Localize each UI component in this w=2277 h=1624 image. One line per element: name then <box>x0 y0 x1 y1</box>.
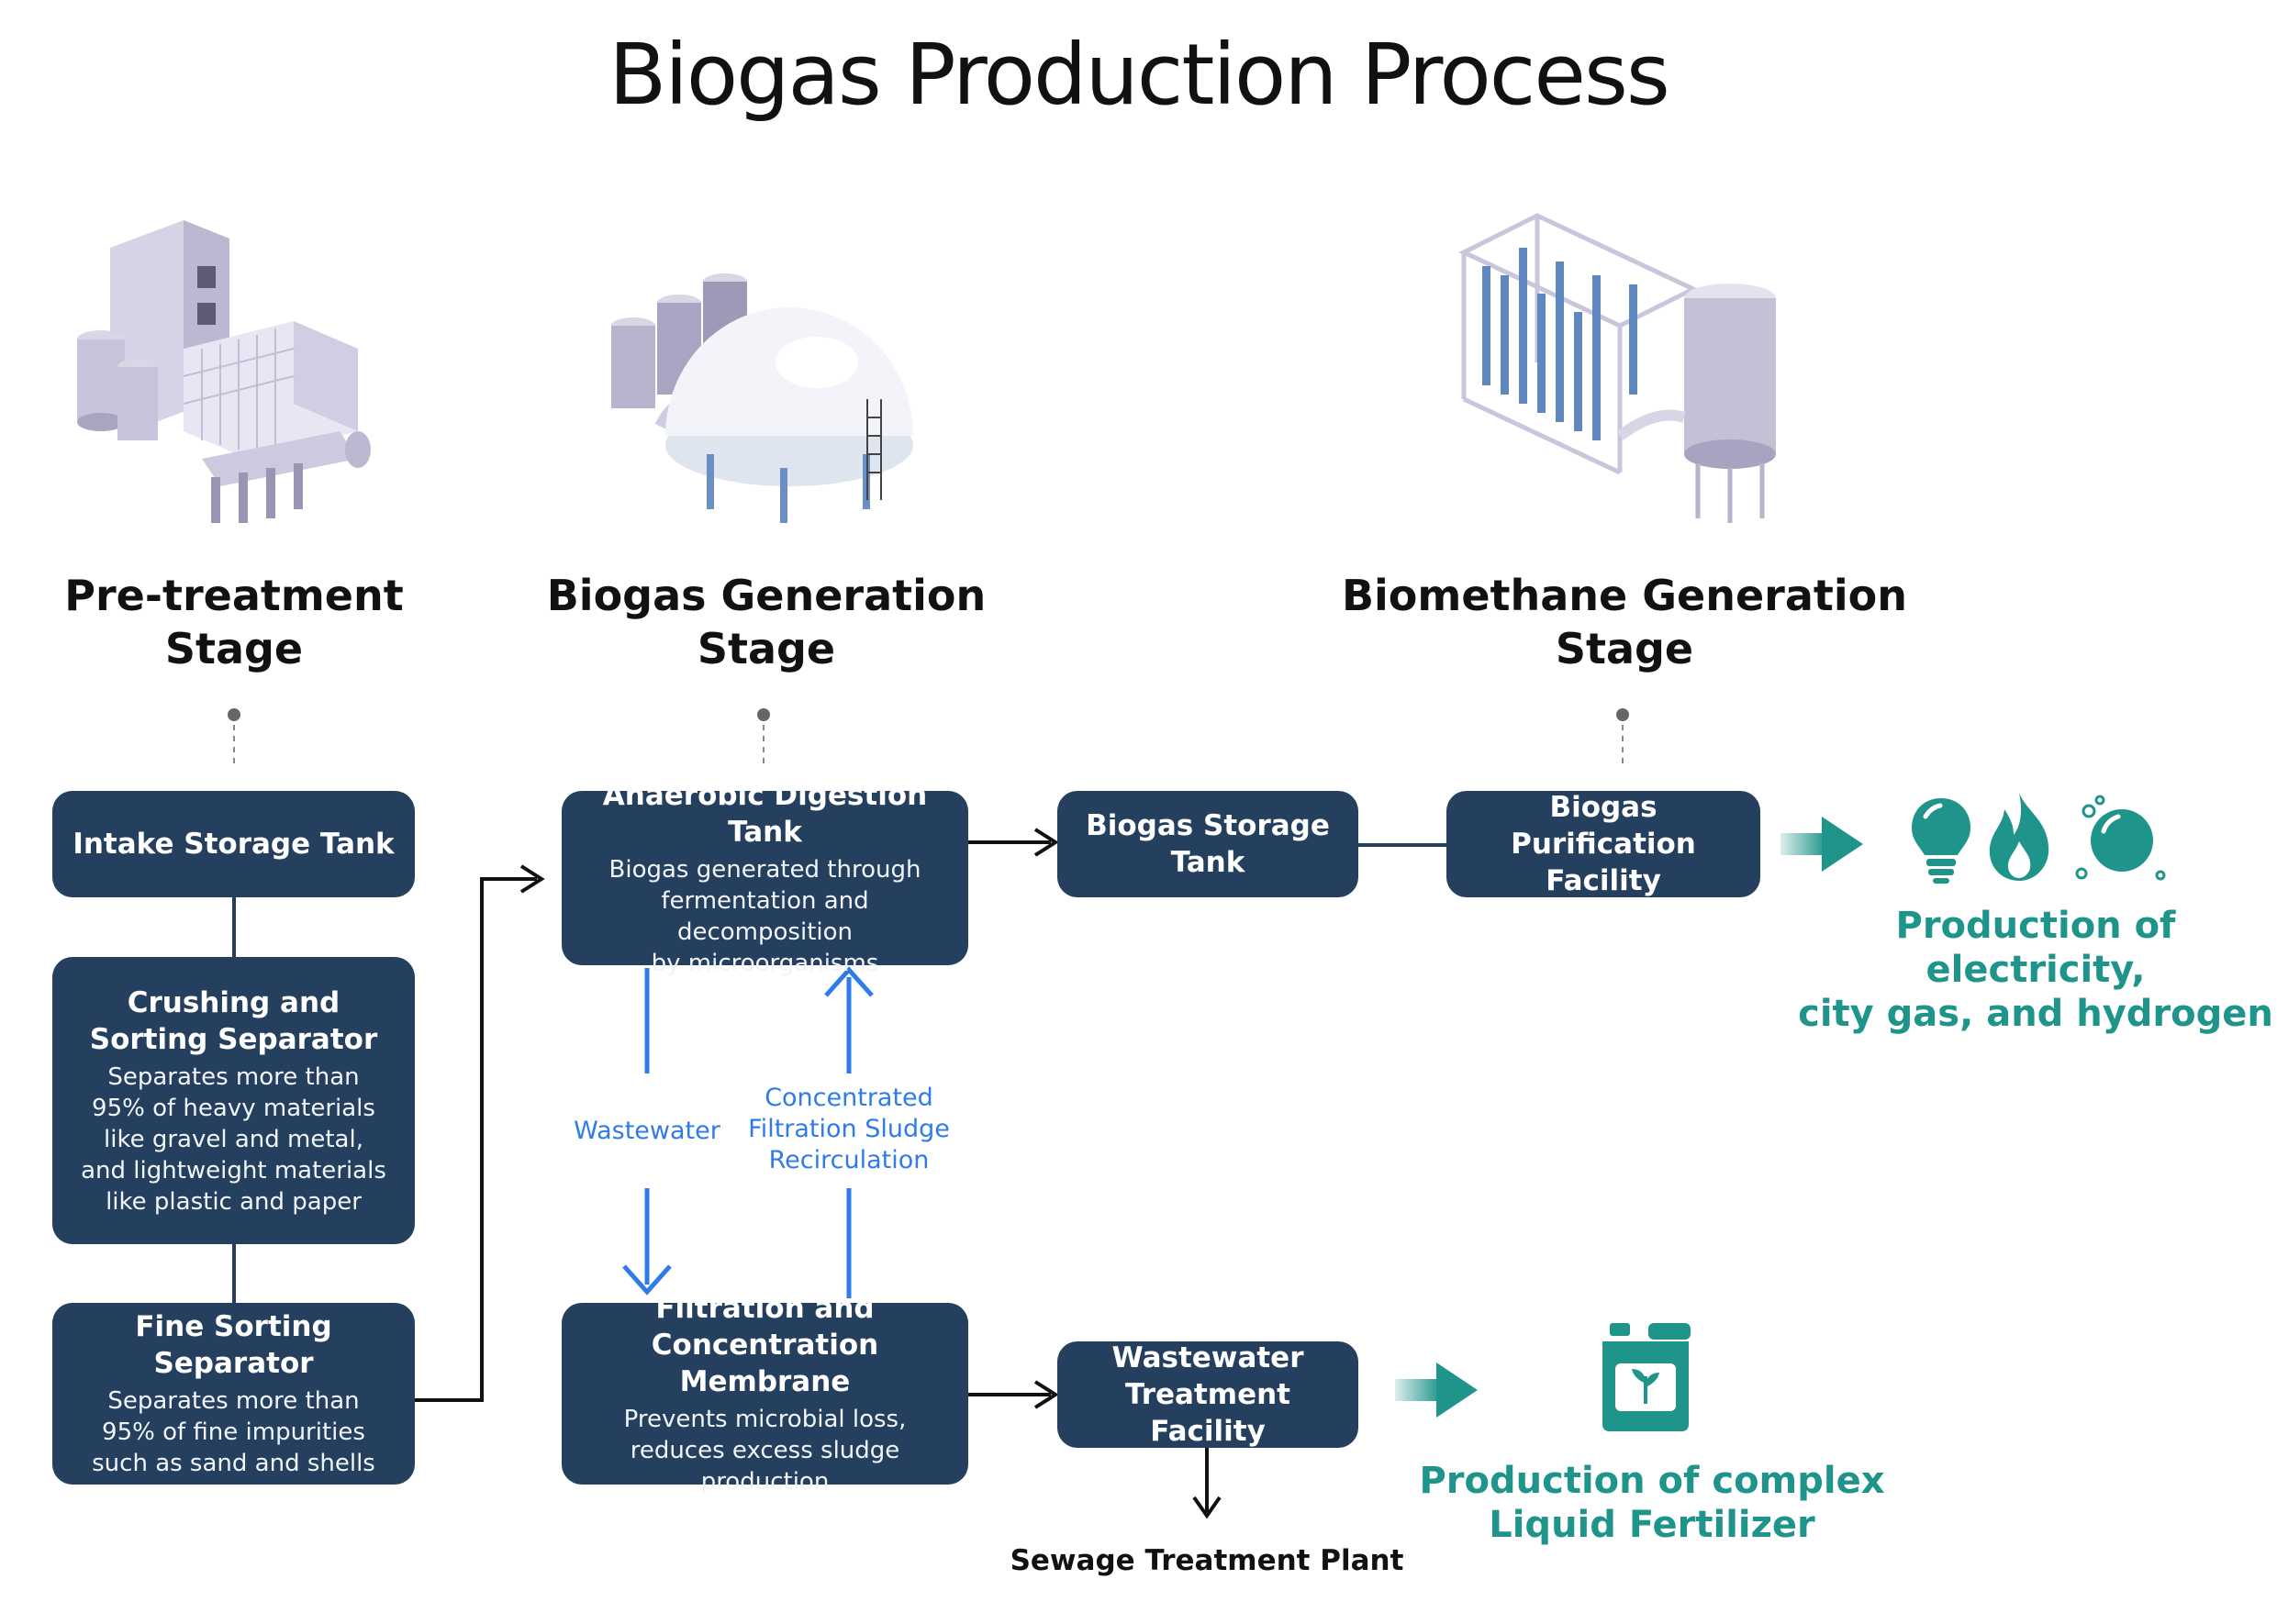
stage-biogas-generation: Biogas Generation Stage <box>546 571 987 673</box>
stage-biomethane-generation: Biomethane Generation Stage <box>1341 571 1908 673</box>
fertilizer-output-arrow <box>1395 1363 1478 1418</box>
pretreatment-facility-illustration <box>77 220 371 523</box>
stage-pin-icon <box>228 708 1629 766</box>
biogas-digester-illustration <box>611 273 913 523</box>
wastewater-treatment-facility-box: Wastewater Treatment Facility <box>1057 1341 1358 1448</box>
crushing-sorting-separator-box: Crushing and Sorting Separator Separates… <box>52 957 415 1244</box>
recirculation-flow-label: Concentrated Filtration Sludge Recircula… <box>748 1084 950 1174</box>
fine-sorting-separator-box: Fine Sorting Separator Separates more th… <box>52 1303 415 1485</box>
page-title: Biogas Production Process <box>608 26 1670 124</box>
biomethane-facility-illustration <box>1458 213 1776 523</box>
box-description: Biogas generated through fermentation an… <box>608 856 921 977</box>
fertilizer-output-label: Production of complex Liquid Fertilizer <box>1419 1460 1885 1546</box>
biogas-storage-tank-box: Biogas Storage Tank <box>1057 791 1358 897</box>
bubble-icon <box>2075 795 2166 881</box>
box-title: Filtration and Concentration Membrane <box>651 1292 879 1398</box>
biogas-purification-facility-box: Biogas Purification Facility <box>1446 791 1760 897</box>
box-title: Anaerobic Digestion Tank <box>602 779 928 849</box>
anaerobic-digestion-tank-box: Anaerobic Digestion Tank Biogas generate… <box>562 779 968 977</box>
energy-output-label: Production of electricity, city gas, and… <box>1798 905 2273 1035</box>
box-title: Crushing and Sorting Separator <box>89 985 378 1056</box>
box-title: Biogas Purification Facility <box>1511 791 1696 897</box>
fertilizer-container-icon <box>1602 1323 1691 1431</box>
box-title: Biogas Storage Tank <box>1086 809 1330 879</box>
box-description: Separates more than 95% of fine impuriti… <box>92 1387 375 1477</box>
sewage-treatment-plant-label: Sewage Treatment Plant <box>1010 1544 1404 1577</box>
intake-storage-tank-box: Intake Storage Tank <box>52 791 415 897</box>
filtration-concentration-membrane-box: Filtration and Concentration Membrane Pr… <box>562 1292 968 1496</box>
box-title: Intake Storage Tank <box>73 828 395 861</box>
flame-icon <box>1989 793 2049 881</box>
wastewater-flow-label: Wastewater <box>574 1117 720 1145</box>
lightbulb-icon <box>1912 798 1970 884</box>
box-description: Separates more than 95% of heavy materia… <box>81 1062 386 1216</box>
stage-pretreatment: Pre-treatment Stage <box>64 571 404 673</box>
box-title: Wastewater Treatment Facility <box>1111 1341 1304 1448</box>
box-title: Fine Sorting Separator <box>135 1310 332 1380</box>
box-description: Prevents microbial loss, reduces excess … <box>623 1406 907 1496</box>
energy-output-arrow <box>1780 817 1863 872</box>
